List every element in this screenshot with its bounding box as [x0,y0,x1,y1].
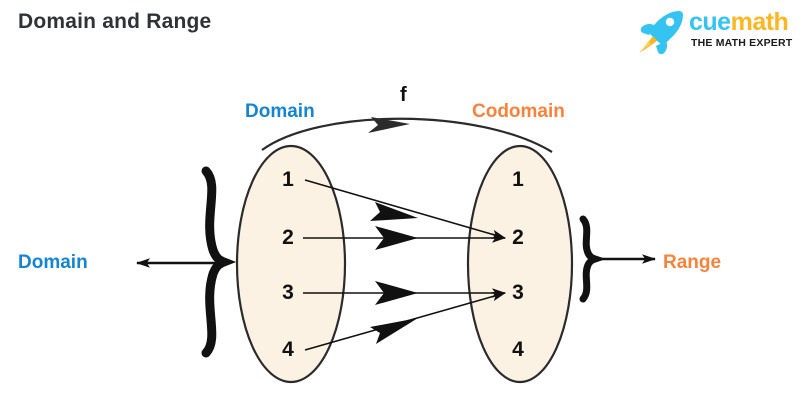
domain-element-4: 4 [282,338,294,361]
mapping-arrowhead-2-to-2 [375,226,418,250]
logo-tagline: THE MATH EXPERT [691,37,793,49]
mapping-arrowhead-1-to-2 [370,202,418,221]
logo-word-math: math [730,8,789,36]
domain-callout-label: Domain [18,252,88,273]
codomain-element-2: 2 [512,226,524,249]
domain-element-1: 1 [282,168,294,191]
function-arrow-f [261,117,553,153]
codomain-top-label: Codomain [472,101,565,122]
codomain-element-4: 4 [512,338,524,361]
logo-wordmark: cuemath [689,8,789,36]
codomain-set-ellipse [466,144,574,384]
codomain-element-1: 1 [512,168,524,191]
domain-top-label: Domain [245,101,315,122]
codomain-element-3: 3 [512,281,524,304]
mapping-arrowhead-3-to-3 [375,281,418,305]
rocket-icon [639,11,683,54]
domain-element-3: 3 [282,281,294,304]
logo-word-cue: cue [689,8,731,36]
range-brace [579,215,607,303]
domain-set-ellipse [235,144,347,384]
domain-brace [201,166,237,358]
range-callout-label: Range [663,252,722,273]
page-title: Domain and Range [18,10,212,33]
mapping-arrow-1-to-2 [304,179,506,239]
cuemath-logo: cuemath THE MATH EXPERT [635,6,795,54]
domain-element-2: 2 [282,226,294,249]
function-arrow-f-head [368,117,410,133]
function-label-f: f [400,84,407,106]
mapping-arrowhead-4-to-3 [370,318,418,344]
